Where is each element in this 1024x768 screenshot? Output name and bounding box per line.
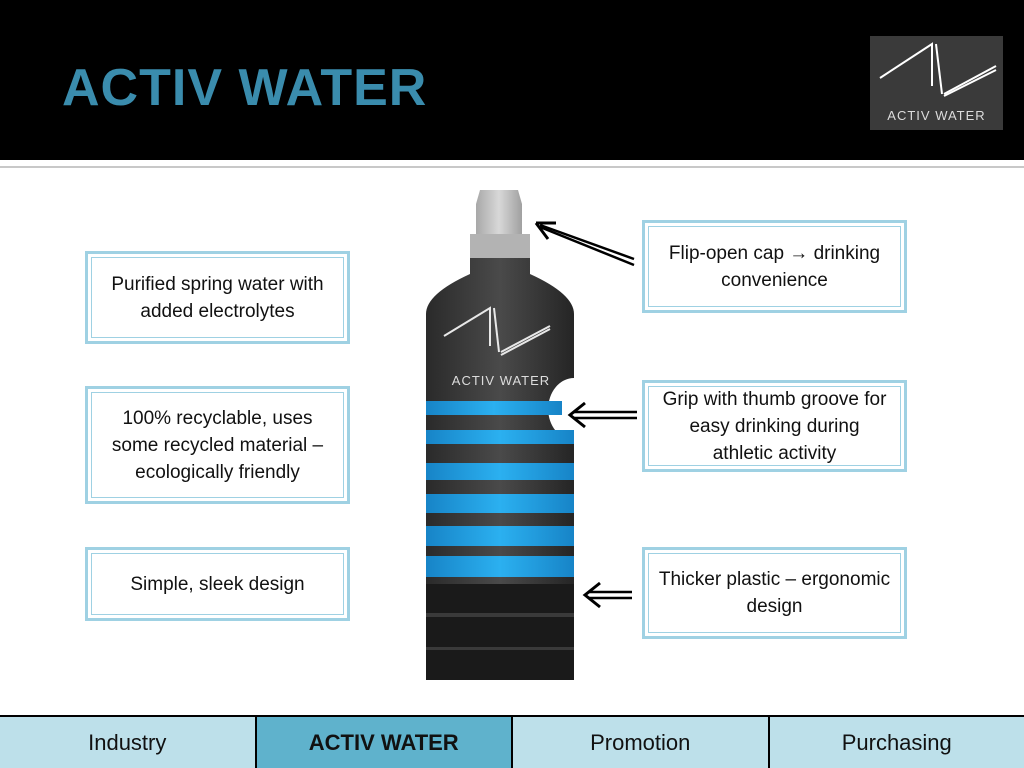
feature-text: Simple, sleek design (91, 553, 344, 615)
header-bar (0, 0, 1024, 160)
feature-text: Thicker plastic – ergonomic design (648, 553, 901, 633)
arrow-left-icon (567, 401, 637, 429)
nav-item-promotion[interactable]: Promotion (513, 717, 770, 768)
bottle-image (426, 190, 574, 680)
header-divider (0, 160, 1024, 168)
feature-callout-spring-water: Purified spring water with added electro… (85, 251, 350, 344)
feature-callout-sleek-design: Simple, sleek design (85, 547, 350, 621)
nav-item-industry[interactable]: Industry (0, 717, 257, 768)
feature-callout-grip: Grip with thumb groove for easy drinking… (642, 380, 907, 472)
nav-item-activ-water[interactable]: ACTIV WATER (256, 717, 513, 768)
arrow-left-icon (582, 581, 632, 609)
feature-text: Grip with thumb groove for easy drinking… (648, 386, 901, 466)
feature-text: Flip-open cap → drinking convenience (648, 226, 901, 307)
feature-callout-flip-cap: Flip-open cap → drinking convenience (642, 220, 907, 313)
brand-logo: ACTIV WATER (870, 36, 1003, 130)
feature-text: 100% recyclable, uses some recycled mate… (91, 392, 344, 498)
logo-text: ACTIV WATER (887, 108, 986, 123)
feature-text: Purified spring water with added electro… (91, 257, 344, 338)
arrow-left-icon (534, 221, 635, 267)
nav-item-purchasing[interactable]: Purchasing (769, 717, 1024, 768)
feature-callout-thicker-plastic: Thicker plastic – ergonomic design (642, 547, 907, 639)
bottle-logo-text: ACTIV WATER (451, 373, 551, 388)
logo-mark-icon (879, 42, 997, 97)
page-title: ACTIV WATER (62, 59, 428, 117)
bottom-nav: Industry ACTIV WATER Promotion Purchasin… (0, 715, 1024, 768)
feature-callout-recyclable: 100% recyclable, uses some recycled mate… (85, 386, 350, 504)
